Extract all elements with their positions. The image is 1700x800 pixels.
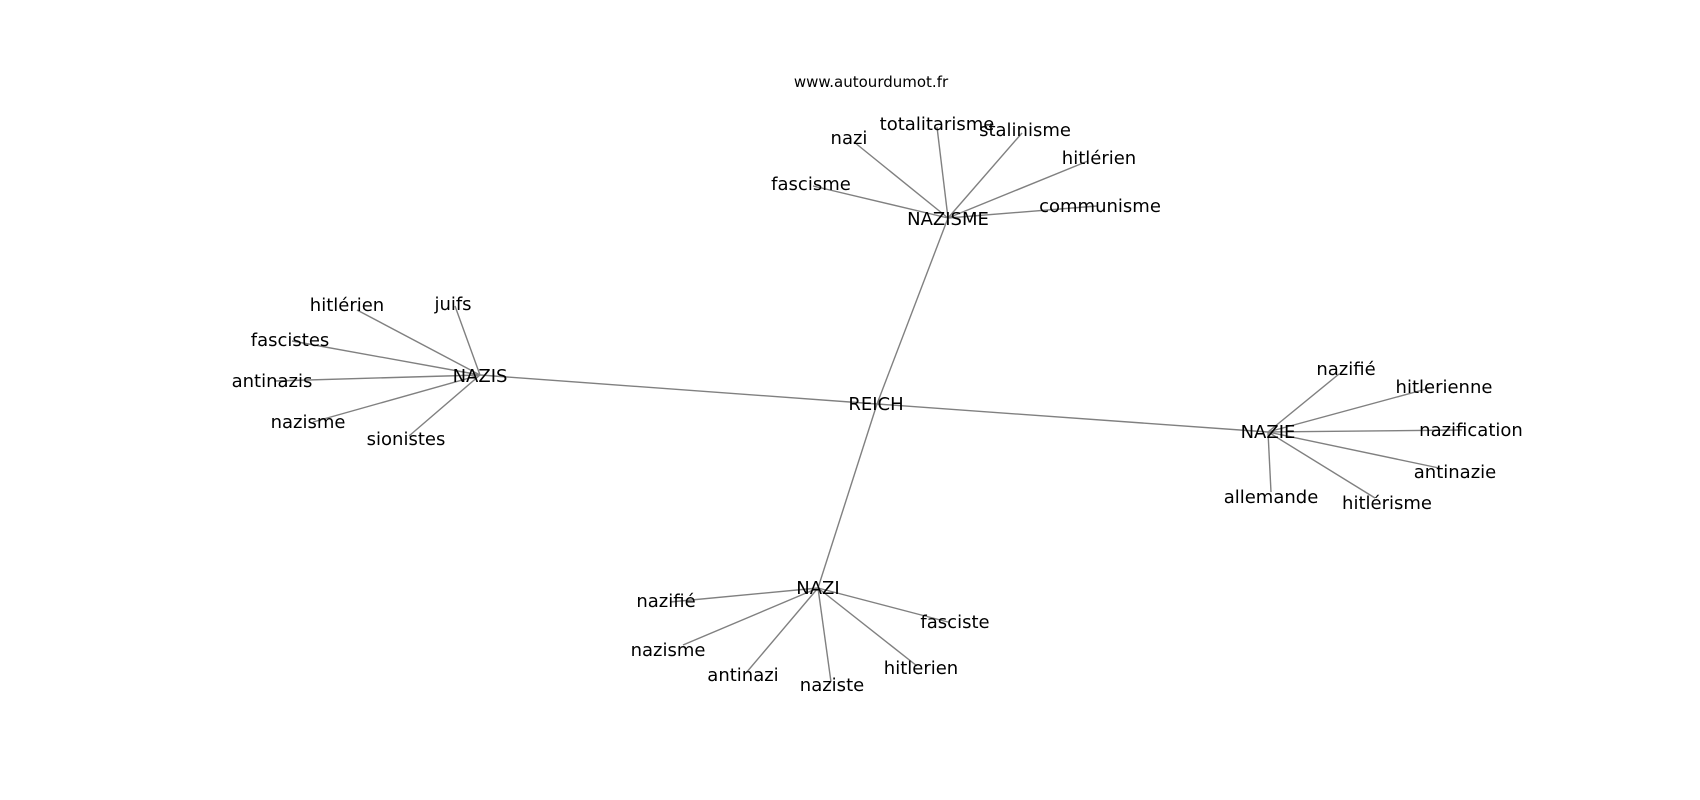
edge-nazis-fascistes bbox=[291, 340, 481, 376]
edge-nazi-antinazi bbox=[745, 587, 819, 674]
edge-nazisme-stalinisme bbox=[947, 132, 1023, 219]
node-nazie: NAZIE bbox=[1241, 422, 1296, 443]
edge-nazisme-hitlerien bbox=[947, 160, 1089, 219]
edge-nazisme-communisme bbox=[947, 205, 1098, 219]
edge-nazi-nazisme bbox=[682, 587, 819, 646]
node-nazis-fascistes: fascistes bbox=[251, 330, 330, 351]
edge-nazie-nazification bbox=[1267, 429, 1463, 433]
edge-nazisme-nazi bbox=[853, 141, 949, 219]
edge-reich-nazisme bbox=[876, 217, 949, 405]
node-nazie-hitlerisme: hitlérisme bbox=[1342, 493, 1432, 514]
node-nazis-antinazis: antinazis bbox=[232, 371, 313, 392]
edges bbox=[273, 126, 1463, 683]
node-nazie-nazification: nazification bbox=[1419, 420, 1523, 441]
node-nazie-antinazie: antinazie bbox=[1414, 462, 1496, 483]
edge-nazie-nazifie bbox=[1267, 373, 1340, 433]
node-nazisme-hitlerien: hitlérien bbox=[1062, 148, 1136, 169]
node-reich: REICH bbox=[848, 394, 903, 415]
node-nazis-sionistes: sionistes bbox=[367, 429, 446, 450]
node-nazisme-fascisme: fascisme bbox=[771, 174, 851, 195]
node-nazis-hitlerien: hitlérien bbox=[310, 295, 384, 316]
edge-reich-nazis bbox=[479, 374, 878, 405]
node-nazi-fasciste: fasciste bbox=[920, 612, 989, 633]
node-nazi-antinazi: antinazi bbox=[707, 665, 778, 686]
node-nazisme-nazi: nazi bbox=[831, 128, 868, 149]
edge-nazisme-fascisme bbox=[812, 185, 949, 219]
edge-nazis-sionistes bbox=[408, 374, 481, 437]
node-nazisme-totalitarisme: totalitarisme bbox=[880, 114, 995, 135]
edge-nazie-antinazie bbox=[1267, 431, 1440, 469]
edge-nazi-nazifie bbox=[669, 587, 819, 603]
node-labels: REICH NAZISME NAZIS NAZIE NAZI nazi tota… bbox=[232, 114, 1523, 696]
edge-nazie-hitlerisme bbox=[1267, 431, 1376, 499]
node-nazie-hitlerienne: hitlerienne bbox=[1396, 377, 1493, 398]
node-nazi: NAZI bbox=[796, 578, 839, 599]
edge-nazi-fasciste bbox=[817, 587, 949, 623]
node-nazisme: NAZISME bbox=[907, 209, 989, 230]
edge-reich-nazi bbox=[817, 403, 878, 589]
source-label: www.autourdumot.fr bbox=[794, 73, 949, 91]
node-nazis-nazisme: nazisme bbox=[271, 412, 346, 433]
node-nazi-hitlerien: hitlerien bbox=[884, 658, 958, 679]
node-nazisme-stalinisme: stalinisme bbox=[979, 120, 1071, 141]
node-nazie-nazifie: nazifié bbox=[1316, 359, 1375, 380]
node-nazi-nazisme: nazisme bbox=[631, 640, 706, 661]
node-nazie-allemande: allemande bbox=[1224, 487, 1319, 508]
edge-nazie-hitlerienne bbox=[1267, 387, 1431, 433]
edge-nazi-hitlerien bbox=[817, 587, 918, 667]
edge-nazis-hitlerien bbox=[356, 309, 481, 376]
edge-nazis-nazisme bbox=[312, 374, 481, 423]
edge-reich-nazie bbox=[876, 403, 1269, 433]
node-nazi-naziste: naziste bbox=[800, 675, 864, 696]
edge-nazi-naziste bbox=[817, 587, 832, 683]
edge-nazis-juifs bbox=[454, 305, 481, 376]
node-nazis: NAZIS bbox=[453, 366, 508, 387]
edge-nazisme-totalitarisme bbox=[936, 126, 949, 219]
node-nazi-nazifie: nazifié bbox=[636, 591, 695, 612]
node-nazis-juifs: juifs bbox=[433, 294, 471, 315]
edge-nazie-allemande bbox=[1267, 431, 1272, 493]
edge-nazis-antinazis bbox=[273, 374, 481, 382]
node-nazisme-communisme: communisme bbox=[1039, 196, 1161, 217]
